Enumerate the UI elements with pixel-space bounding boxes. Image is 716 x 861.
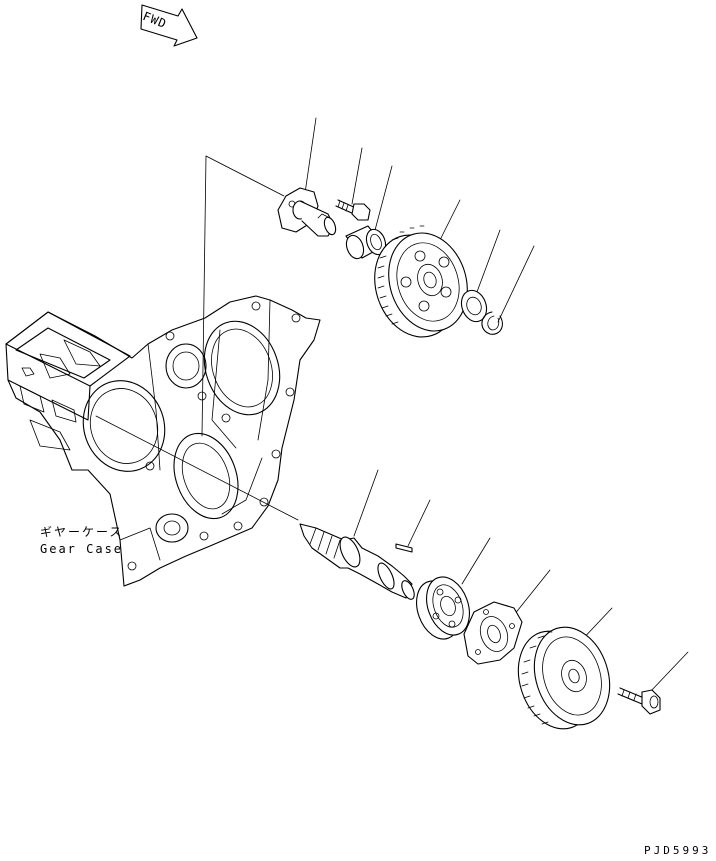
snap-ring: [481, 311, 503, 335]
idler-gear: [374, 225, 468, 338]
bushing: [345, 225, 387, 260]
gear-case-label-en: Gear Case: [40, 542, 124, 556]
bolt-lower: [617, 687, 661, 715]
leader-lines: [95, 117, 689, 693]
fwd-arrow-icon: [140, 4, 198, 47]
crankshaft-nose: [299, 523, 415, 600]
drawing-id: PJD5993: [644, 844, 712, 857]
bolt-upper: [335, 199, 371, 221]
gear-case: [5, 295, 321, 587]
crank-gear: [517, 626, 611, 730]
woodruff-key: [395, 543, 413, 553]
seal-retainer-plate: [463, 601, 523, 665]
thrust-washer: [460, 289, 488, 323]
gear-case-label-jp: ギヤーケース: [40, 525, 124, 539]
oil-pump-rotor: [416, 576, 470, 640]
idler-shaft-flange: [277, 187, 337, 237]
